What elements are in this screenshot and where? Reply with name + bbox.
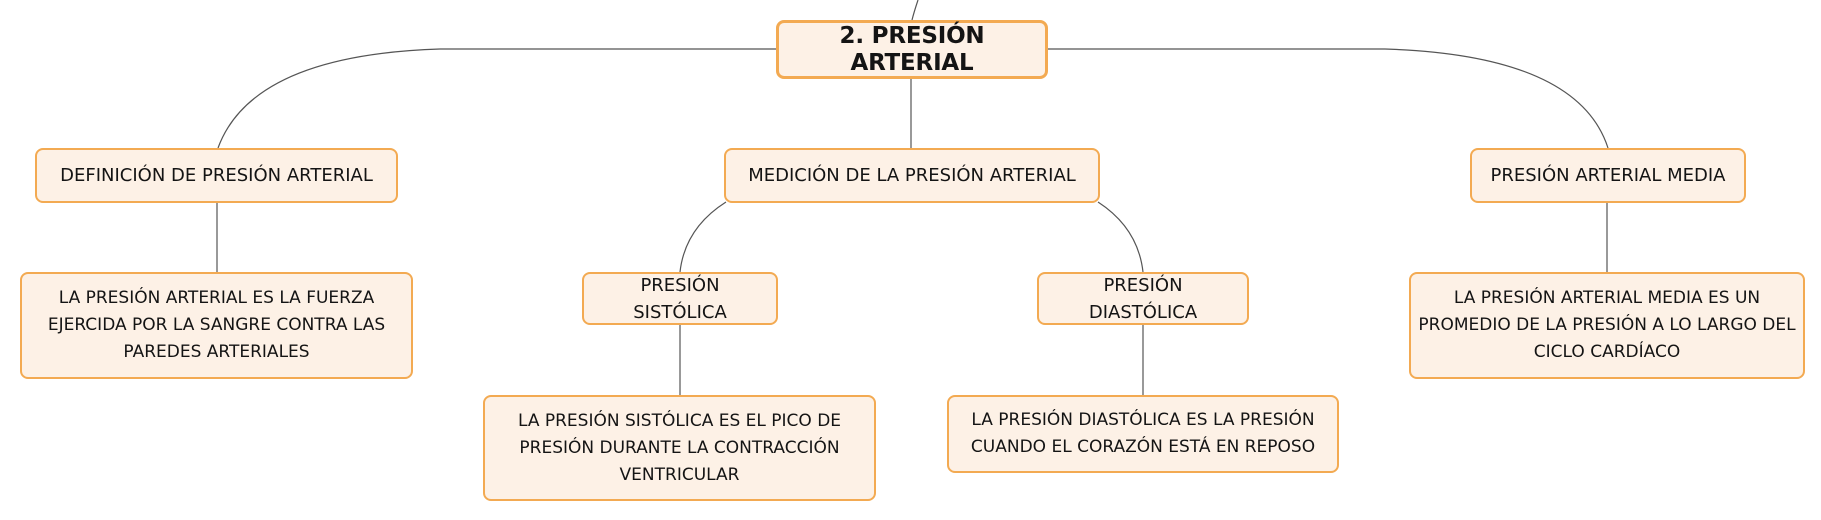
detail-node-text: LA PRESIÓN ARTERIAL MEDIA ES UN PROMEDIO… bbox=[1418, 288, 1796, 362]
sub-node-label: PRESIÓN SISTÓLICA bbox=[633, 274, 727, 323]
connector-medicion-to-sistolica bbox=[679, 201, 727, 273]
detail-node-text: LA PRESIÓN SISTÓLICA ES EL PICO DE PRESI… bbox=[517, 410, 842, 485]
root-node-label: 2. PRESIÓN ARTERIAL bbox=[839, 22, 985, 76]
connector-root-to-media bbox=[1047, 48, 1609, 149]
sub-node-label: PRESIÓN DIASTÓLICA bbox=[1088, 274, 1198, 323]
connector-from-above bbox=[911, 0, 919, 21]
detail-node-text: LA PRESIÓN ARTERIAL ES LA FUERZA EJERCID… bbox=[47, 288, 386, 362]
detail-node-media[interactable]: LA PRESIÓN ARTERIAL MEDIA ES UN PROMEDIO… bbox=[1409, 272, 1805, 379]
root-node[interactable]: 2. PRESIÓN ARTERIAL bbox=[776, 20, 1048, 79]
sub-node-sistolica[interactable]: PRESIÓN SISTÓLICA bbox=[582, 272, 778, 325]
branch-node-definicion[interactable]: DEFINICIÓN DE PRESIÓN ARTERIAL bbox=[35, 148, 398, 203]
branch-node-medicion[interactable]: MEDICIÓN DE LA PRESIÓN ARTERIAL bbox=[724, 148, 1100, 203]
branch-node-media[interactable]: PRESIÓN ARTERIAL MEDIA bbox=[1470, 148, 1746, 203]
branch-node-label: PRESIÓN ARTERIAL MEDIA bbox=[1490, 165, 1726, 186]
sub-node-diastolica[interactable]: PRESIÓN DIASTÓLICA bbox=[1037, 272, 1249, 325]
detail-node-sistolica[interactable]: LA PRESIÓN SISTÓLICA ES EL PICO DE PRESI… bbox=[483, 395, 876, 501]
connector-root-to-definicion bbox=[217, 48, 776, 149]
detail-node-text: LA PRESIÓN DIASTÓLICA ES LA PRESIÓN CUAN… bbox=[970, 410, 1316, 457]
branch-node-label: DEFINICIÓN DE PRESIÓN ARTERIAL bbox=[60, 165, 373, 186]
connector-medicion-to-diastolica bbox=[1097, 201, 1144, 273]
detail-node-definicion[interactable]: LA PRESIÓN ARTERIAL ES LA FUERZA EJERCID… bbox=[20, 272, 413, 379]
detail-node-diastolica[interactable]: LA PRESIÓN DIASTÓLICA ES LA PRESIÓN CUAN… bbox=[947, 395, 1339, 473]
branch-node-label: MEDICIÓN DE LA PRESIÓN ARTERIAL bbox=[748, 165, 1076, 186]
